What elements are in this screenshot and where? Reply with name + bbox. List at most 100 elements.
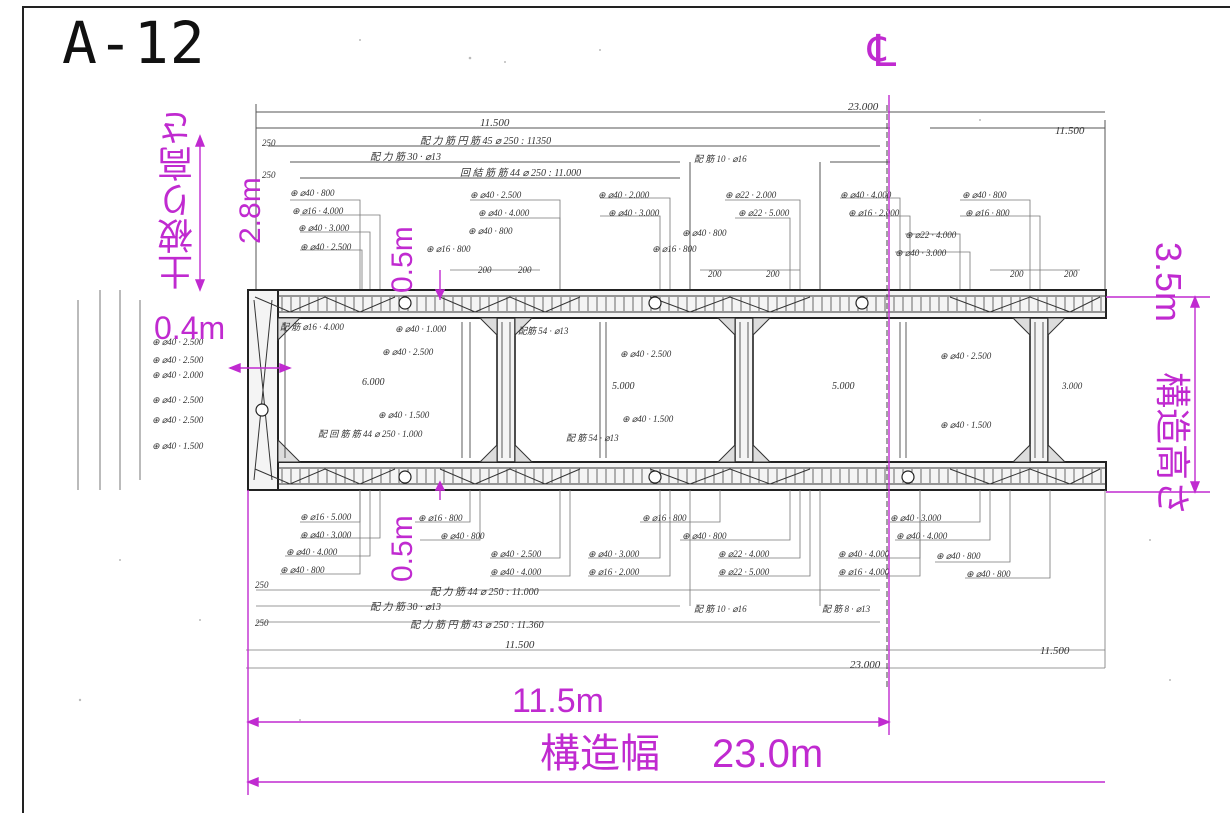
haunch-note-bottom: 配 筋 10 · ⌀16 (694, 604, 747, 614)
svg-text:⊕ ⌀40 · 1.500: ⊕ ⌀40 · 1.500 (940, 420, 992, 430)
svg-text:⊕ ⌀40 · 1.000: ⊕ ⌀40 · 1.000 (395, 324, 447, 334)
haunch-note-top: 配 筋 10 · ⌀16 (694, 154, 747, 164)
svg-text:⊕ ⌀40 · 4.000: ⊕ ⌀40 · 4.000 (286, 547, 338, 557)
svg-text:⊕ ⌀16 · 2.000: ⊕ ⌀16 · 2.000 (588, 567, 640, 577)
svg-text:⊕ ⌀40 · 800: ⊕ ⌀40 · 800 (468, 226, 513, 236)
svg-text:⊕ ⌀40 · 2.500: ⊕ ⌀40 · 2.500 (152, 395, 204, 405)
svg-text:⊕ ⌀40 · 4.000: ⊕ ⌀40 · 4.000 (478, 208, 530, 218)
interior-notes: 配 筋 ⌀16 · 4.000 ⊕ ⌀40 · 1.000 配筋 54 · ⌀1… (280, 322, 1083, 443)
svg-text:⊕ ⌀40 · 800: ⊕ ⌀40 · 800 (962, 190, 1007, 200)
svg-text:⊕ ⌀40 · 2.500: ⊕ ⌀40 · 2.500 (470, 190, 522, 200)
svg-text:⊕ ⌀40 · 2.500: ⊕ ⌀40 · 2.500 (152, 355, 204, 365)
wall-rebar-lines (284, 322, 1044, 458)
svg-text:⊕ ⌀40 · 3.000: ⊕ ⌀40 · 3.000 (300, 530, 352, 540)
left-notes: ⊕ ⌀40 · 2.500 ⊕ ⌀40 · 2.500 ⊕ ⌀40 · 2.00… (77, 290, 204, 490)
top-bar-2: 配 力 筋 30 · ⌀13 (370, 151, 441, 163)
cover-height-label: 土被り高さ (157, 110, 198, 290)
svg-text:⊕ ⌀40 · 2.000: ⊕ ⌀40 · 2.000 (598, 190, 650, 200)
svg-text:⊕ ⌀40 · 2.500: ⊕ ⌀40 · 2.500 (490, 549, 542, 559)
svg-text:配 回 筋 筋 44 ⌀ 250 · 1.000: 配 回 筋 筋 44 ⌀ 250 · 1.000 (318, 429, 423, 439)
svg-text:⊕ ⌀16 · 800: ⊕ ⌀16 · 800 (965, 208, 1010, 218)
svg-text:⊕ ⌀40 · 1.500: ⊕ ⌀40 · 1.500 (152, 441, 204, 451)
diagonal-reinforcement (253, 296, 1101, 485)
svg-text:⊕ ⌀40 · 2.500: ⊕ ⌀40 · 2.500 (620, 349, 672, 359)
centerline-mark: ℄ (868, 26, 897, 77)
svg-text:⊕ ⌀40 · 4.000: ⊕ ⌀40 · 4.000 (840, 190, 892, 200)
svg-text:250: 250 (262, 170, 276, 180)
svg-text:250: 250 (255, 618, 269, 628)
sheet-title: A-12 (62, 9, 206, 77)
svg-text:⊕ ⌀40 · 2.500: ⊕ ⌀40 · 2.500 (300, 242, 352, 252)
bottom-bar-2: 配 力 筋 30 · ⌀13 (370, 601, 441, 613)
svg-text:⊕ ⌀16 · 4.000: ⊕ ⌀16 · 4.000 (838, 567, 890, 577)
bottom-slab-thickness: 0.5m (386, 515, 419, 582)
svg-text:⊕ ⌀40 · 2.500: ⊕ ⌀40 · 2.500 (152, 337, 204, 347)
top-slab-thickness: 0.5m (386, 226, 419, 293)
svg-text:⊕ ⌀40 · 2.000: ⊕ ⌀40 · 2.000 (152, 370, 204, 380)
svg-text:⊕ ⌀40 · 800: ⊕ ⌀40 · 800 (682, 531, 727, 541)
bottom-overall-right: 11.500 (1040, 645, 1070, 657)
scan-noise (78, 39, 1171, 721)
svg-text:⊕ ⌀22 · 5.000: ⊕ ⌀22 · 5.000 (718, 567, 770, 577)
svg-text:⊕ ⌀40 · 1.500: ⊕ ⌀40 · 1.500 (378, 410, 430, 420)
svg-text:⊕ ⌀16 · 800: ⊕ ⌀16 · 800 (418, 513, 463, 523)
structure-width-label: 構造幅 (540, 732, 660, 776)
svg-text:配 筋 8 · ⌀13: 配 筋 8 · ⌀13 (822, 604, 871, 614)
svg-text:3.000: 3.000 (1061, 381, 1083, 391)
top-overall-full: 23.000 (848, 101, 879, 113)
svg-text:配 筋 54 · ⌀13: 配 筋 54 · ⌀13 (566, 433, 619, 443)
top-bar-3: 回 結 筋 筋 44 ⌀ 250 : 11.000 (460, 167, 581, 179)
bottom-bar-1: 配 力 筋 44 ⌀ 250 : 11.000 (430, 586, 539, 598)
cover-height-value: 2.8m (234, 177, 267, 244)
wall-thickness: 0.4m (154, 310, 226, 346)
svg-text:⊕ ⌀40 · 3.000: ⊕ ⌀40 · 3.000 (298, 223, 350, 233)
top-bar-1: 配 力 筋 円 筋 45 ⌀ 250 : 11350 (420, 135, 551, 147)
box-culvert-section (247, 289, 1107, 491)
svg-text:200: 200 (708, 269, 722, 279)
svg-text:⊕ ⌀40 · 4.000: ⊕ ⌀40 · 4.000 (896, 531, 948, 541)
half-width: 11.5m (512, 682, 604, 720)
svg-text:⊕ ⌀16 · 2.000: ⊕ ⌀16 · 2.000 (848, 208, 900, 218)
svg-text:⊕ ⌀40 · 3.000: ⊕ ⌀40 · 3.000 (588, 549, 640, 559)
svg-text:⊕ ⌀40 · 800: ⊕ ⌀40 · 800 (290, 188, 335, 198)
svg-text:⊕ ⌀22 · 4.000: ⊕ ⌀22 · 4.000 (905, 230, 957, 240)
svg-text:⊕ ⌀40 · 2.500: ⊕ ⌀40 · 2.500 (382, 347, 434, 357)
top-overall-half: 11.500 (480, 117, 510, 129)
magenta-dimension-lines (194, 134, 1210, 795)
svg-text:⊕ ⌀40 · 800: ⊕ ⌀40 · 800 (936, 551, 981, 561)
svg-text:200: 200 (478, 265, 492, 275)
svg-text:250: 250 (262, 138, 276, 148)
svg-text:⊕ ⌀40 · 4.000: ⊕ ⌀40 · 4.000 (838, 549, 890, 559)
bar-section-circles (255, 296, 915, 484)
svg-text:⊕ ⌀16 · 5.000: ⊕ ⌀16 · 5.000 (300, 512, 352, 522)
svg-text:200: 200 (766, 269, 780, 279)
svg-text:⊕ ⌀16 · 800: ⊕ ⌀16 · 800 (426, 244, 471, 254)
svg-text:⊕ ⌀16 · 800: ⊕ ⌀16 · 800 (642, 513, 687, 523)
bottom-notes: ⊕ ⌀16 · 5.000 ⊕ ⌀40 · 3.000 ⊕ ⌀40 · 4.00… (255, 512, 1070, 671)
structure-height-label: 構造高さ (1152, 372, 1193, 517)
bottom-overall-half: 11.500 (505, 639, 535, 651)
svg-text:200: 200 (518, 265, 532, 275)
svg-text:⊕ ⌀22 · 4.000: ⊕ ⌀22 · 4.000 (718, 549, 770, 559)
structure-height-value: 3.5m (1148, 242, 1189, 323)
upper-dimension-lines (255, 104, 1106, 300)
inner-dim-3: 5.000 (832, 381, 855, 392)
top-notes: 11.500 23.000 11.500 配 力 筋 円 筋 45 ⌀ 250 … (262, 101, 1085, 279)
structure-width-value: 23.0m (712, 732, 824, 776)
svg-text:⊕ ⌀16 · 800: ⊕ ⌀16 · 800 (652, 244, 697, 254)
svg-text:配筋 54 · ⌀13: 配筋 54 · ⌀13 (518, 326, 569, 336)
bottom-overall-full: 23.000 (850, 659, 881, 671)
svg-text:250: 250 (255, 580, 269, 590)
inner-dim-2: 5.000 (612, 381, 635, 392)
svg-text:200: 200 (1010, 269, 1024, 279)
svg-text:⊕ ⌀40 · 2.500: ⊕ ⌀40 · 2.500 (152, 415, 204, 425)
svg-text:200: 200 (1064, 269, 1078, 279)
svg-text:⊕ ⌀40 · 3.000: ⊕ ⌀40 · 3.000 (608, 208, 660, 218)
svg-text:⊕ ⌀40 · 800: ⊕ ⌀40 · 800 (966, 569, 1011, 579)
svg-text:⊕ ⌀40 · 800: ⊕ ⌀40 · 800 (682, 228, 727, 238)
svg-text:⊕ ⌀40 · 2.500: ⊕ ⌀40 · 2.500 (940, 351, 992, 361)
lower-leaders (246, 490, 1106, 669)
svg-text:⊕ ⌀22 · 2.000: ⊕ ⌀22 · 2.000 (725, 190, 777, 200)
